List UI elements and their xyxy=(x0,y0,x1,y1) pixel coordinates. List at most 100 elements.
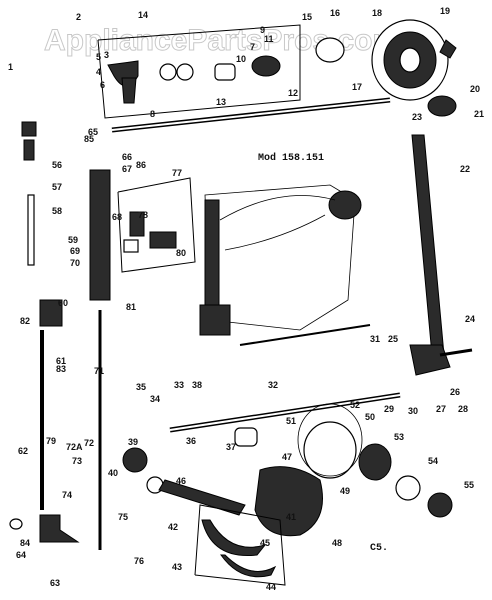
callout-19: 19 xyxy=(440,6,450,16)
callout-26: 26 xyxy=(450,387,460,397)
callout-46: 46 xyxy=(176,476,186,486)
callout-28: 28 xyxy=(458,404,468,414)
callout-27: 27 xyxy=(436,404,446,414)
callout-37: 37 xyxy=(226,442,236,452)
callout-41: 41 xyxy=(286,512,296,522)
callout-48: 48 xyxy=(332,538,342,548)
callout-82: 82 xyxy=(20,316,30,326)
callout-31: 31 xyxy=(370,334,380,344)
callout-54: 54 xyxy=(428,456,438,466)
hand-wheel xyxy=(315,19,457,117)
lower-assemblies xyxy=(122,421,453,586)
callout-57: 57 xyxy=(52,182,62,192)
callout-36: 36 xyxy=(186,436,196,446)
callout-5: 5 xyxy=(96,52,101,62)
callout-62: 62 xyxy=(18,446,28,456)
callout-21: 21 xyxy=(474,109,484,119)
callout-29: 29 xyxy=(384,404,394,414)
callout-40: 40 xyxy=(108,468,118,478)
callout-32: 32 xyxy=(268,380,278,390)
callout-65: 65 xyxy=(88,127,98,137)
needle-bar-assembly xyxy=(9,121,111,550)
callout-68: 68 xyxy=(112,212,122,222)
callout-72: 72 xyxy=(84,438,94,448)
lower-shaft xyxy=(169,392,401,433)
callout-11: 11 xyxy=(264,34,274,44)
callout-70: 70 xyxy=(70,258,80,268)
callout-78: 78 xyxy=(138,210,148,220)
callout-24: 24 xyxy=(465,314,475,324)
callout-38: 38 xyxy=(192,380,202,390)
callout-84: 84 xyxy=(20,538,30,548)
bobbin-case-box xyxy=(297,403,363,477)
callout-45: 45 xyxy=(260,538,270,548)
callout-58: 58 xyxy=(52,206,62,216)
callout-35: 35 xyxy=(136,382,146,392)
watermark: AppliancePartsPros.com xyxy=(44,24,399,57)
callout-23: 23 xyxy=(412,112,422,122)
callout-67: 67 xyxy=(122,164,132,174)
callout-77: 77 xyxy=(172,168,182,178)
callout-63: 63 xyxy=(50,578,60,588)
callout-10: 10 xyxy=(236,54,246,64)
callout-18: 18 xyxy=(372,8,382,18)
callout-83: 83 xyxy=(56,364,66,374)
callout-9: 9 xyxy=(260,25,265,35)
callout-12: 12 xyxy=(288,88,298,98)
callout-69: 69 xyxy=(70,246,80,256)
callout-13: 13 xyxy=(216,97,226,107)
callout-labels: 1 2 3 4 5 6 7 8 9 10 11 12 13 14 15 16 1… xyxy=(8,6,484,592)
upper-arm-shaft xyxy=(111,97,391,133)
callout-6: 6 xyxy=(100,80,105,90)
callout-79: 79 xyxy=(46,436,56,446)
callout-25: 25 xyxy=(388,334,398,344)
callout-60: 60 xyxy=(58,298,68,308)
machine-frame xyxy=(199,184,371,346)
vertical-shaft xyxy=(409,134,473,376)
callout-74: 74 xyxy=(62,490,72,500)
callout-59: 59 xyxy=(68,235,78,245)
callout-50: 50 xyxy=(365,412,375,422)
callout-66: 66 xyxy=(122,152,132,162)
callout-42: 42 xyxy=(168,522,178,532)
presser-bar-box xyxy=(117,177,196,273)
callout-2: 2 xyxy=(76,12,81,22)
callout-16: 16 xyxy=(330,8,340,18)
callout-33: 33 xyxy=(174,380,184,390)
callout-14: 14 xyxy=(138,10,148,20)
callout-52: 52 xyxy=(350,400,360,410)
callout-3: 3 xyxy=(104,50,109,60)
callout-15: 15 xyxy=(302,12,312,22)
callout-34: 34 xyxy=(150,394,160,404)
callout-20: 20 xyxy=(470,84,480,94)
callout-86: 86 xyxy=(136,160,146,170)
callout-81: 81 xyxy=(126,302,136,312)
callout-53: 53 xyxy=(394,432,404,442)
model-label: Mod 158.151 xyxy=(258,152,324,164)
callout-1: 1 xyxy=(8,62,13,72)
callout-8: 8 xyxy=(150,109,155,119)
callout-7: 7 xyxy=(250,42,255,52)
callout-51: 51 xyxy=(286,416,296,426)
callout-55: 55 xyxy=(464,480,474,490)
callout-75: 75 xyxy=(118,512,128,522)
callout-61: 61 xyxy=(56,356,66,366)
callout-73: 73 xyxy=(72,456,82,466)
callout-80: 80 xyxy=(176,248,186,258)
callout-17: 17 xyxy=(352,82,362,92)
top-parts-box xyxy=(97,24,301,119)
callout-64: 64 xyxy=(16,550,26,560)
callout-39: 39 xyxy=(128,437,138,447)
callout-71: 71 xyxy=(94,366,104,376)
callout-85: 85 xyxy=(84,134,94,144)
callout-43: 43 xyxy=(172,562,182,572)
callout-76: 76 xyxy=(134,556,144,566)
callout-4: 4 xyxy=(96,67,101,77)
callout-56: 56 xyxy=(52,160,62,170)
callout-30: 30 xyxy=(408,406,418,416)
callout-47: 47 xyxy=(282,452,292,462)
callout-22: 22 xyxy=(460,164,470,174)
callout-72a: 72A xyxy=(66,442,83,452)
code-label: C5. xyxy=(370,543,388,554)
